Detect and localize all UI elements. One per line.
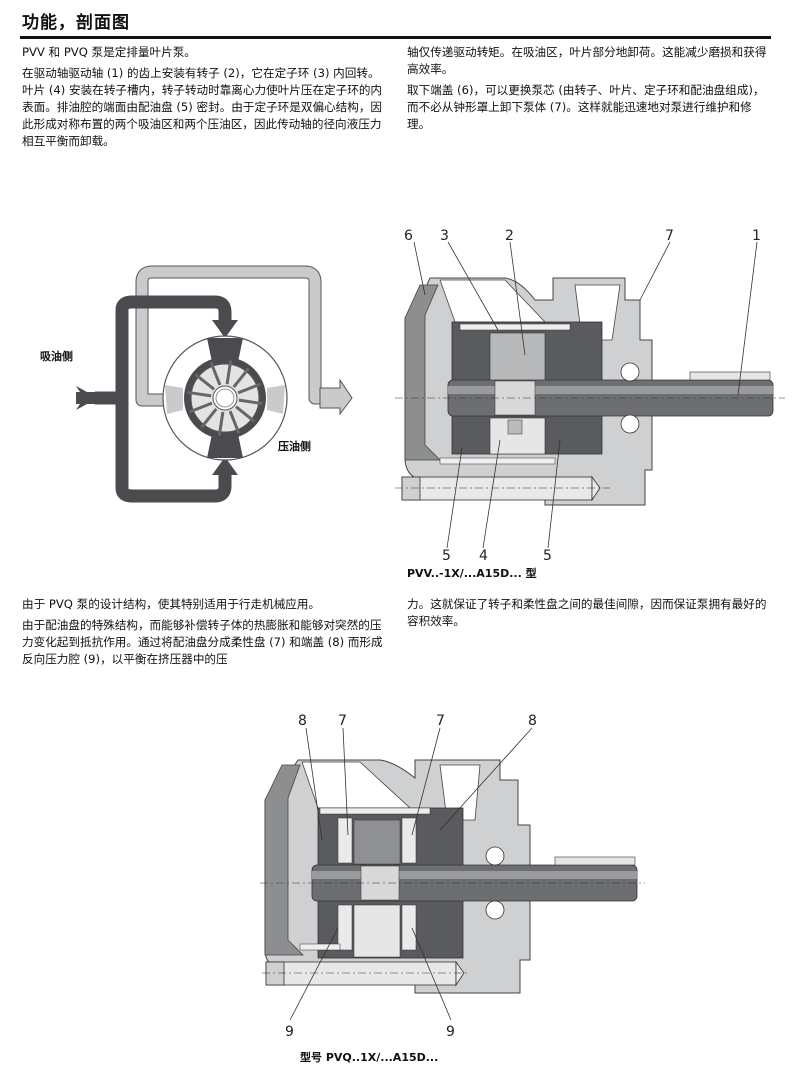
paragraph: 由于 PVQ 泵的设计结构，使其特别适用于行走机械应用。 xyxy=(22,597,321,611)
intro-text-right: 轴仅传递驱动转矩。在吸油区，叶片部分地卸荷。这能减少磨损和获得高效率。 取下端盖… xyxy=(407,44,773,137)
callout-1: 1 xyxy=(752,228,761,244)
paragraph: 取下端盖 (6)，可以更换泵芯 (由转子、叶片、定子环和配油盘组成)，而不必从钟… xyxy=(407,83,765,131)
callout-7-right: 7 xyxy=(436,713,445,729)
paragraph: 在驱动轴驱动轴 (1) 的齿上安装有转子 (2)，它在定子环 (3) 内回转。叶… xyxy=(22,66,383,148)
callout-4: 4 xyxy=(479,548,488,564)
vane xyxy=(194,373,215,391)
pressure-side-label: 压油侧 xyxy=(278,440,311,453)
callout-6: 6 xyxy=(404,228,413,244)
pvq-caption: 型号 PVQ..1X/...A15D... xyxy=(300,1051,439,1064)
vane xyxy=(217,411,225,436)
callout-7: 7 xyxy=(665,228,674,244)
vane xyxy=(228,410,241,434)
callout-3: 3 xyxy=(440,228,449,244)
vane xyxy=(232,367,250,388)
callout-2: 2 xyxy=(505,228,514,244)
vane xyxy=(238,398,263,406)
callout-8-right: 8 xyxy=(528,713,537,729)
pvv-caption: PVV..-1X/...A15D... 型 xyxy=(407,567,537,580)
pvq-text-right: 力。这就保证了转子和柔性盘之间的最佳间隙，因而保证泵拥有最好的容积效率。 xyxy=(407,596,773,634)
paragraph: 力。这就保证了转子和柔性盘之间的最佳间隙，因而保证泵拥有最好的容积效率。 xyxy=(407,597,767,628)
paragraph: PVV 和 PVQ 泵是定排量叶片泵。 xyxy=(22,45,196,59)
vane xyxy=(235,405,256,423)
vanes xyxy=(187,360,263,436)
vane xyxy=(225,360,233,385)
paragraph: 由于配油盘的特殊结构，而能够补偿转子体的热膨胀和能够对突然的压力变化起到抵抗作用… xyxy=(22,618,383,666)
callout-5-left: 5 xyxy=(442,548,451,564)
intro-text-left: PVV 和 PVQ 泵是定排量叶片泵。 在驱动轴驱动轴 (1) 的齿上安装有转子… xyxy=(22,44,388,154)
vane xyxy=(187,390,212,398)
vane xyxy=(189,401,213,414)
callout-9-right: 9 xyxy=(446,1024,455,1040)
vane xyxy=(209,362,222,386)
suction-down-arrow-icon xyxy=(212,320,238,338)
title-rule xyxy=(20,36,771,39)
vane xyxy=(200,408,218,429)
callout-8-left: 8 xyxy=(298,713,307,729)
suction-up-arrow-icon xyxy=(212,457,238,475)
pvq-text-left: 由于 PVQ 泵的设计结构，使其特别适用于行走机械应用。 由于配油盘的特殊结构，… xyxy=(22,596,388,672)
callout-7-left: 7 xyxy=(338,713,347,729)
pressure-outlet-arrow-icon xyxy=(319,378,353,416)
suction-flow-path xyxy=(95,295,232,405)
suction-side-label: 吸油侧 xyxy=(40,350,73,363)
page-title: 功能，剖面图 xyxy=(22,13,130,33)
drive-shaft xyxy=(212,385,238,411)
callout-5-right: 5 xyxy=(543,548,552,564)
callout-9-left: 9 xyxy=(285,1024,294,1040)
paragraph: 轴仅传递驱动转矩。在吸油区，叶片部分地卸荷。这能减少磨损和获得高效率。 xyxy=(407,45,767,76)
vane xyxy=(237,382,261,395)
